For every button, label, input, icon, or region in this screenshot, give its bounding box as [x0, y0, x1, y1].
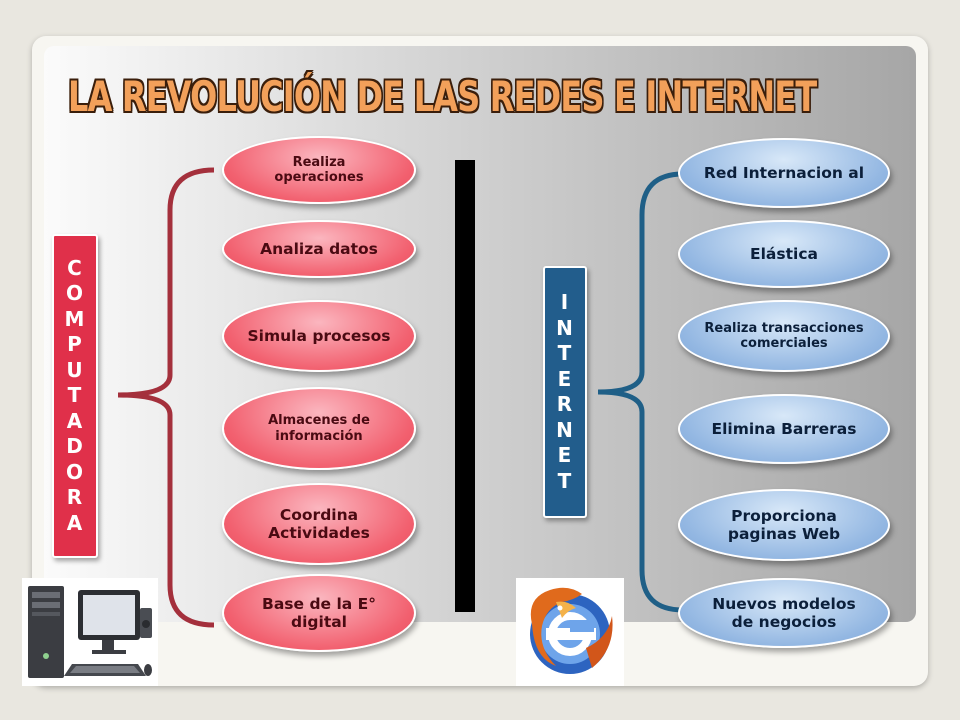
computadora-brace — [117, 167, 215, 628]
label-letter: A — [66, 408, 84, 433]
internet-item: Red Internacion al — [678, 138, 890, 208]
internet-brace — [597, 171, 684, 613]
label-letter: N — [556, 315, 574, 340]
label-letter: T — [67, 383, 83, 408]
label-letter: E — [557, 366, 573, 391]
label-letter: R — [556, 392, 574, 416]
internet-item: Realiza transacciones comerciales — [678, 300, 890, 372]
computadora-item: Almacenes de información — [222, 387, 416, 470]
label-letter: R — [66, 485, 84, 510]
divider-bar — [455, 160, 475, 612]
computer-image — [22, 578, 158, 686]
browser-logo-image — [516, 578, 624, 686]
label-letter: A — [66, 510, 84, 535]
label-letter: C — [67, 255, 83, 280]
label-letter: O — [65, 281, 84, 306]
label-letter: I — [560, 290, 570, 314]
computadora-item: Coordina Actividades — [222, 483, 416, 565]
label-letter: D — [66, 434, 84, 459]
label-letter: U — [66, 357, 84, 382]
label-letter: T — [557, 468, 573, 493]
label-letter: T — [557, 341, 573, 365]
label-letter: N — [556, 417, 574, 442]
computadora-item: Base de la E° digital — [222, 574, 416, 652]
internet-item: Nuevos modelos de negocios — [678, 578, 890, 648]
computadora-item: Analiza datos — [222, 220, 416, 278]
internet-item: Elástica — [678, 220, 890, 288]
computadora-item: Simula procesos — [222, 300, 416, 372]
internet-item: Elimina Barreras — [678, 394, 890, 464]
label-letter: P — [67, 332, 83, 357]
computadora-item: Realiza operaciones — [222, 136, 416, 204]
label-letter: M — [64, 306, 86, 331]
label-letter: E — [557, 443, 573, 467]
label-letter: O — [65, 459, 84, 484]
internet-item: Proporciona paginas Web — [678, 489, 890, 561]
